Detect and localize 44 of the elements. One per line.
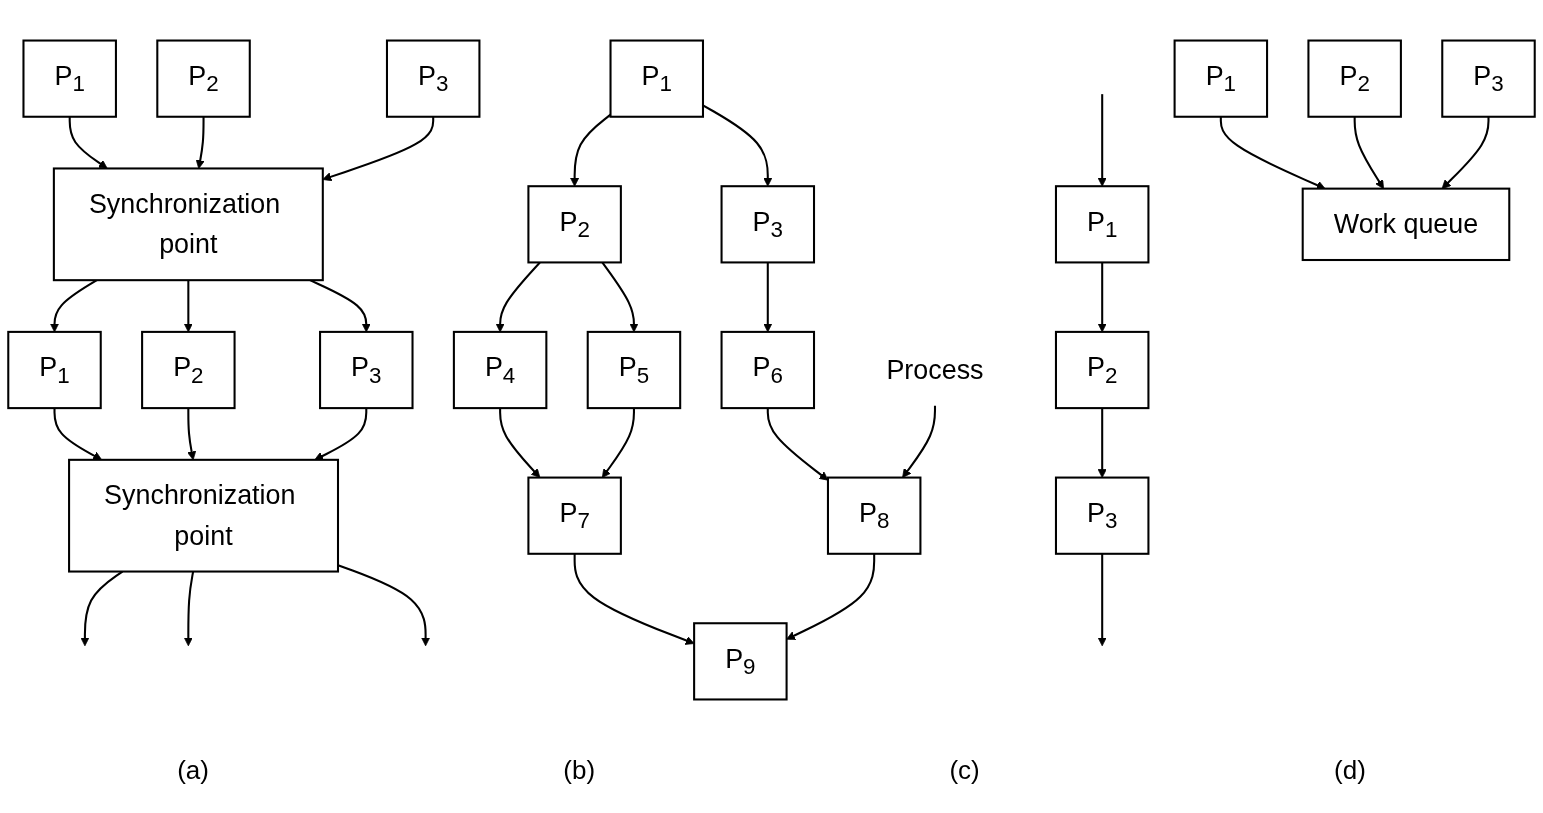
panel-label: (a) xyxy=(177,754,209,786)
arrow xyxy=(68,116,108,169)
node-box: P$_{3}$ xyxy=(1441,39,1536,118)
node-box: Synchronization point xyxy=(52,167,324,282)
node-box: P$_{3}$ xyxy=(385,39,481,118)
arrow xyxy=(902,405,937,478)
panel-label: (c) xyxy=(949,754,980,786)
node-box: P$_{1}$ xyxy=(7,330,102,410)
node-box: P$_{3}$ xyxy=(1054,476,1150,555)
node-box: P$_{4}$ xyxy=(452,330,548,410)
node-box: P$_{5}$ xyxy=(586,330,682,410)
node-box: P$_{2}$ xyxy=(527,185,622,264)
arrow xyxy=(570,113,612,187)
node-box: P$_{1}$ xyxy=(1173,39,1269,118)
node-box: P$_{1}$ xyxy=(1054,185,1150,264)
node-box: P$_{2}$ xyxy=(1307,39,1402,118)
node-box: P$_{2}$ xyxy=(156,39,251,118)
node-text: Process xyxy=(886,353,984,385)
arrow xyxy=(1097,408,1107,478)
node-box: Synchronization point xyxy=(68,458,340,573)
arrow xyxy=(322,116,435,182)
node-box: Work queue xyxy=(1301,187,1511,262)
node-box: P$_{6}$ xyxy=(720,330,816,410)
arrow xyxy=(786,553,876,640)
node-box: P$_{1}$ xyxy=(609,39,704,118)
arrow xyxy=(499,408,541,478)
arrow xyxy=(573,553,695,645)
arrow xyxy=(1097,553,1107,647)
node-box: P$_{8}$ xyxy=(826,476,922,555)
arrow xyxy=(601,408,635,478)
node-box: P$_{1}$ xyxy=(22,39,117,118)
panel-label: (b) xyxy=(563,754,596,786)
node-box: P$_{2}$ xyxy=(1054,330,1150,410)
arrow xyxy=(1097,94,1107,187)
arrow xyxy=(195,116,205,169)
node-box: P$_{7}$ xyxy=(527,476,622,555)
node-box: P$_{3}$ xyxy=(319,330,414,410)
arrow xyxy=(183,571,195,647)
node-box: P$_{9}$ xyxy=(693,622,788,701)
arrow xyxy=(702,104,773,187)
node-box: P$_{3}$ xyxy=(720,185,816,264)
panel-label: (d) xyxy=(1334,754,1366,786)
node-box: P$_{2}$ xyxy=(141,330,236,410)
arrow xyxy=(766,408,829,481)
